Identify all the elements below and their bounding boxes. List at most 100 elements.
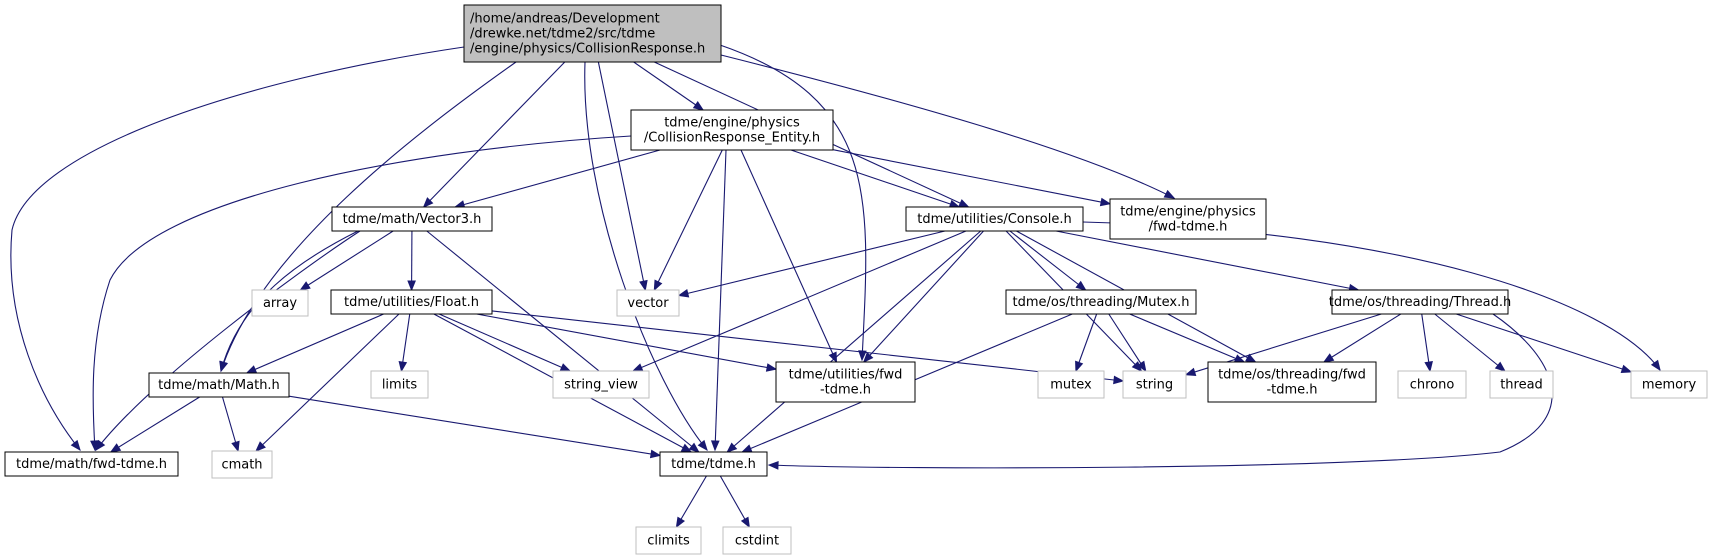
node-physfwd-label-line-1: /fwd-tdme.h (1149, 220, 1228, 235)
edge-root-to-utilfwd-arrowhead (858, 350, 867, 362)
node-cstdint-label-line-0: cstdint (735, 534, 779, 549)
edge-thread_h-to-thrfwd (1323, 313, 1402, 363)
edge-console-to-utilfwd (863, 230, 984, 363)
edge-vec3-to-array-arrowhead (299, 281, 311, 291)
node-root-label-line-0: /home/andreas/Development (470, 12, 660, 27)
edge-cre-to-vector (653, 149, 723, 291)
node-mutex_h[interactable]: tdme/os/threading/Mutex.h (1005, 289, 1197, 315)
edge-root-to-vec3-arrowhead (422, 197, 434, 208)
edge-float-to-string_view-arrowhead (559, 363, 572, 372)
edge-console-to-mutex_h (1009, 230, 1086, 291)
node-mutex_h-label-line-0: tdme/os/threading/Mutex.h (1013, 295, 1190, 310)
edge-thread_h-to-tdme-arrowhead (767, 461, 779, 470)
node-mutex-box (1037, 370, 1105, 399)
node-vector-box (616, 289, 680, 317)
edge-console-to-mutex_h-arrowhead (1075, 280, 1087, 291)
node-cstdint-box (722, 526, 792, 555)
node-climits-label-line-0: climits (647, 534, 690, 549)
edge-cre-to-tdme (714, 149, 727, 451)
edge-cre-to-physfwd-arrowhead (1099, 197, 1112, 207)
node-console-box (905, 206, 1084, 232)
edge-tdme-to-climits-arrowhead (675, 516, 685, 529)
node-utilfwd[interactable]: tdme/utilities/fwd-tdme.h (775, 361, 916, 403)
edge-root-to-utilfwd (719, 44, 867, 361)
edge-tdme-to-climits (675, 475, 707, 528)
edge-mutex_h-to-string (1108, 313, 1147, 372)
edge-thread_h-to-memory (1456, 313, 1632, 373)
edge-math-to-mathfwd-arrowhead (109, 443, 122, 453)
edge-cre-to-console (790, 149, 960, 208)
node-string: string (1122, 370, 1187, 399)
node-root[interactable]: /home/andreas/Development/drewke.net/tdm… (463, 4, 722, 63)
node-cstdint: cstdint (722, 526, 792, 555)
node-string_view-label-line-0: string_view (564, 378, 638, 393)
node-physfwd-box (1109, 198, 1267, 240)
node-string-box (1122, 370, 1187, 399)
edge-vec3-to-array (300, 230, 394, 291)
edge-cre-to-tdme-arrowhead (710, 440, 720, 452)
node-thread_h-label-line-0: tdme/os/threading/Thread.h (1329, 295, 1511, 310)
node-thrfwd-label-line-0: tdme/os/threading/fwd (1218, 368, 1366, 383)
edge-math-to-tdme (288, 395, 661, 456)
edge-vec3-to-float-arrowhead (407, 280, 416, 292)
edge-float-to-math (246, 313, 384, 374)
edges-layer (10, 44, 1661, 529)
node-array-box (251, 289, 309, 317)
edge-console-to-string_view-arrowhead (631, 363, 644, 372)
node-cmath-label-line-0: cmath (221, 458, 262, 473)
edge-cre-to-utilfwd (740, 149, 837, 363)
edge-math-to-cmath-arrowhead (231, 440, 240, 453)
node-mutex-label-line-0: mutex (1050, 378, 1092, 393)
node-chrono: chrono (1397, 370, 1467, 399)
edge-float-to-tdme-arrowhead (680, 443, 693, 453)
node-limits-label-line-0: limits (382, 378, 418, 393)
edge-vec3-to-tdme-arrowhead (688, 442, 700, 453)
edge-root-to-cre-arrowhead (692, 101, 705, 111)
node-vec3[interactable]: tdme/math/Vector3.h (331, 206, 493, 232)
node-float[interactable]: tdme/utilities/Float.h (330, 289, 493, 315)
node-cre-label-line-1: /CollisionResponse_Entity.h (644, 131, 820, 146)
edge-float-to-utilfwd-arrowhead (765, 363, 778, 372)
edge-float-to-cmath-arrowhead (255, 441, 266, 452)
node-chrono-label-line-0: chrono (1410, 378, 1455, 393)
node-thrfwd-box (1207, 361, 1377, 403)
edge-float-to-string_view (438, 313, 571, 372)
node-root-label-line-1: /drewke.net/tdme2/src/tdme (470, 27, 655, 42)
edge-cre-to-physfwd (832, 149, 1111, 205)
node-thrfwd[interactable]: tdme/os/threading/fwd-tdme.h (1207, 361, 1377, 403)
node-physfwd[interactable]: tdme/engine/physics/fwd-tdme.h (1109, 198, 1267, 240)
node-climits: climits (635, 526, 702, 555)
edge-cre-to-vec3 (454, 149, 661, 208)
edge-mutex_h-to-mutex-arrowhead (1075, 360, 1084, 373)
edge-root-to-vector-arrowhead (639, 279, 648, 292)
node-mathfwd-box (4, 451, 179, 477)
node-vec3-label-line-0: tdme/math/Vector3.h (343, 212, 482, 227)
edge-thread_h-to-thread-arrowhead (1494, 361, 1506, 372)
node-vector-label-line-0: vector (627, 296, 669, 311)
node-utilfwd-label-line-1: -tdme.h (820, 383, 871, 398)
edge-math-to-mathfwd (110, 396, 200, 453)
edge-mutex_h-to-string-arrowhead (1136, 360, 1147, 373)
node-mathfwd[interactable]: tdme/math/fwd-tdme.h (4, 451, 179, 477)
edge-vec3-to-mathfwd (95, 230, 361, 451)
node-console[interactable]: tdme/utilities/Console.h (905, 206, 1084, 232)
node-array: array (251, 289, 309, 317)
node-cmath: cmath (211, 450, 273, 479)
node-math[interactable]: tdme/math/Math.h (148, 372, 290, 398)
node-math-label-line-0: tdme/math/Math.h (158, 378, 280, 393)
node-utilfwd-label-line-0: tdme/utilities/fwd (789, 368, 903, 383)
edge-tdme-to-cstdint-arrowhead (740, 516, 750, 529)
edge-float-to-utilfwd (476, 313, 777, 370)
nodes-layer: /home/andreas/Development/drewke.net/tdm… (4, 4, 1708, 555)
node-thread_h[interactable]: tdme/os/threading/Thread.h (1329, 289, 1511, 315)
node-cre[interactable]: tdme/engine/physics/CollisionResponse_En… (630, 109, 834, 151)
node-console-label-line-0: tdme/utilities/Console.h (917, 212, 1071, 227)
edge-mutex_h-to-mutex (1075, 313, 1098, 372)
edge-root-to-cre (633, 61, 704, 111)
edge-root-to-mathfwd (10, 46, 465, 451)
node-cre-box (630, 109, 834, 151)
edge-root-to-tdme (584, 61, 708, 451)
node-tdme[interactable]: tdme/tdme.h (659, 451, 768, 477)
